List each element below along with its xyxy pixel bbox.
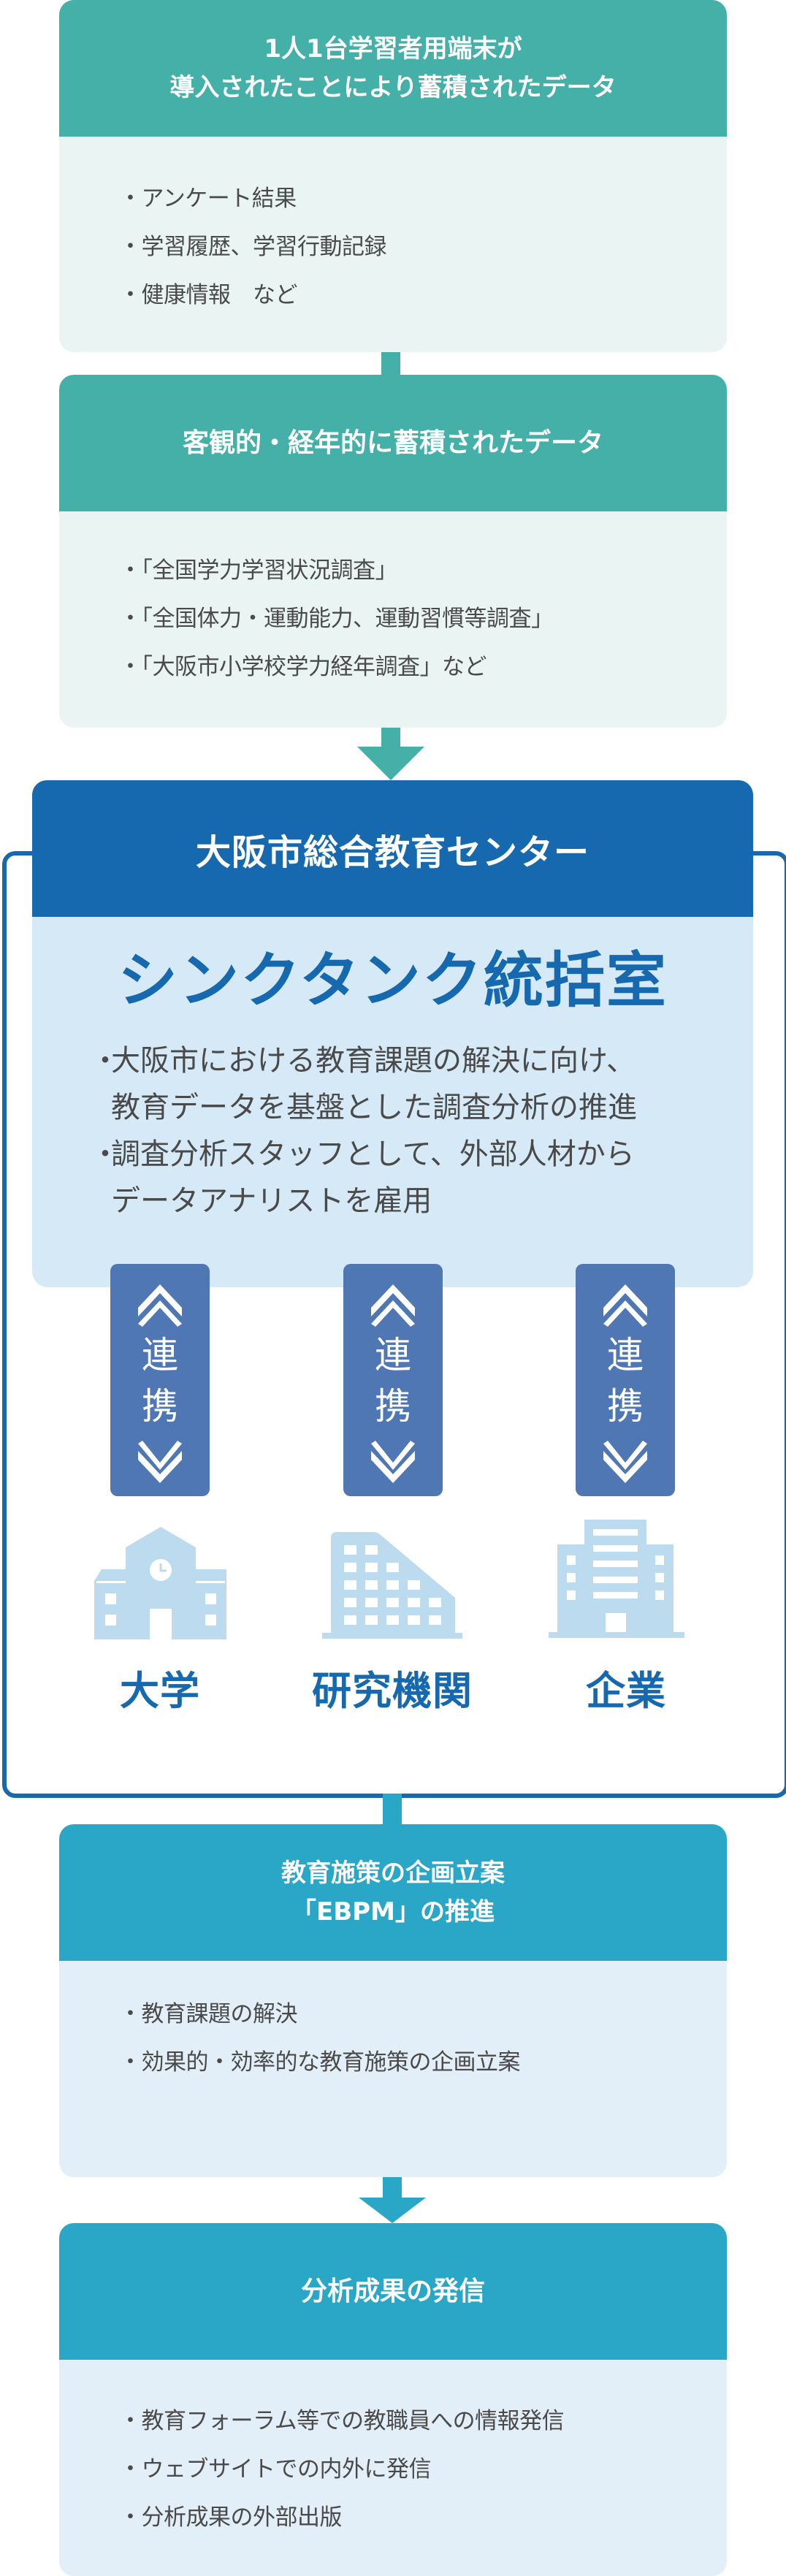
link-label-top: 連 [142, 1334, 178, 1376]
ebpm-body: 教育課題の解決 効果的・効率的な教育施策の企画立案 [59, 1961, 727, 2177]
device-data-body: アンケート結果 学習履歴、学習行動記録 健康情報 など [59, 137, 727, 352]
partner-label-company: 企業 [586, 1668, 666, 1714]
longitudinal-data-header: 客観的・経年的に蓄積されたデータ [59, 375, 727, 511]
link-pill-company: 連 携 [576, 1264, 675, 1496]
longitudinal-data-body: 「全国学力学習状況調査」 「全国体力・運動能力、運動習慣等調査」 「大阪市小学校… [59, 511, 727, 728]
dissemination-body: 教育フォーラム等での教職員への情報発信 ウェブサイトでの内外に発信 分析成果の外… [59, 2360, 727, 2576]
chevron-up-icon [138, 1284, 182, 1327]
link-label-top: 連 [375, 1334, 411, 1376]
list-item: 「大阪市小学校学力経年調査」など [119, 643, 554, 691]
think-tank-title: シンクタンク統括室 [118, 946, 668, 1015]
ebpm-list: 教育課題の解決 効果的・効率的な教育施策の企画立案 [119, 1990, 521, 2087]
ebpm-title-line2: 「EBPM」の推進 [291, 1897, 495, 1927]
list-item: 「全国体力・運動能力、運動習慣等調査」 [119, 595, 554, 643]
office-building-icon [549, 1520, 684, 1638]
arrow-down-icon [359, 2177, 426, 2223]
list-item: ・大阪市における教育課題の解決に向け、 教育データを基盤とした調査分析の推進 [91, 1044, 637, 1124]
link-label-bottom: 携 [375, 1385, 411, 1428]
device-data-box: 1人1台学習者用端末が 導入されたことにより蓄積されたデータ アンケート結果 学… [59, 0, 727, 352]
center-header: 大阪市総合教育センター [32, 780, 753, 917]
arrow-down-icon [357, 728, 424, 780]
list-item: ・調査分析スタッフとして、外部人材から データアナリストを雇用 [91, 1138, 635, 1218]
device-data-header: 1人1台学習者用端末が 導入されたことにより蓄積されたデータ [59, 0, 727, 137]
list-item: 教育フォーラム等での教職員への情報発信 [119, 2397, 565, 2445]
link-pill-university: 連 携 [110, 1264, 210, 1496]
link-label-bottom: 携 [607, 1385, 644, 1428]
list-item: 教育課題の解決 [119, 1990, 520, 2038]
research-building-icon [322, 1532, 462, 1639]
list-item: 健康情報 など [119, 271, 386, 319]
device-data-title-line1: 1人1台学習者用端末が [264, 34, 522, 64]
partner-label-research: 研究機関 [312, 1668, 473, 1714]
dissemination-box: 分析成果の発信 教育フォーラム等での教職員への情報発信 ウェブサイトでの内外に発… [59, 2223, 727, 2576]
center-header-title: 大阪市総合教育センター [195, 831, 590, 873]
link-pill-research: 連 携 [343, 1264, 443, 1496]
link-label-top: 連 [607, 1334, 644, 1376]
think-tank-panel: シンクタンク統括室 ・大阪市における教育課題の解決に向け、 教育データを基盤とし… [32, 917, 753, 1287]
device-data-list: アンケート結果 学習履歴、学習行動記録 健康情報 など [119, 175, 387, 319]
chevron-up-icon [603, 1284, 647, 1327]
chevron-up-icon [371, 1284, 415, 1327]
list-item: 効果的・効率的な教育施策の企画立案 [119, 2038, 521, 2087]
list-item: 「全国学力学習状況調査」 [119, 546, 554, 595]
chevron-down-icon [371, 1441, 415, 1483]
connector-line [381, 352, 400, 375]
dissemination-title: 分析成果の発信 [300, 2276, 485, 2306]
school-icon [94, 1527, 226, 1639]
list-item: 分析成果の外部出版 [119, 2493, 564, 2542]
chevron-down-icon [138, 1441, 182, 1483]
connector-line [383, 1794, 402, 1824]
link-label-bottom: 携 [142, 1385, 178, 1428]
dissemination-list: 教育フォーラム等での教職員への情報発信 ウェブサイトでの内外に発信 分析成果の外… [119, 2397, 565, 2542]
ebpm-header: 教育施策の企画立案 「EBPM」の推進 [59, 1824, 727, 1961]
longitudinal-data-list: 「全国学力学習状況調査」 「全国体力・運動能力、運動習慣等調査」 「大阪市小学校… [119, 546, 554, 691]
longitudinal-data-title: 客観的・経年的に蓄積されたデータ [182, 427, 603, 458]
device-data-title-line2: 導入されたことにより蓄積されたデータ [169, 72, 617, 102]
think-tank-list: ・大阪市における教育課題の解決に向け、 教育データを基盤とした調査分析の推進 ・… [91, 1037, 637, 1224]
list-item: ウェブサイトでの内外に発信 [119, 2445, 564, 2493]
ebpm-title-line1: 教育施策の企画立案 [281, 1858, 505, 1888]
chevron-down-icon [603, 1441, 647, 1483]
dissemination-header: 分析成果の発信 [59, 2223, 727, 2360]
list-item: 学習履歴、学習行動記録 [119, 223, 387, 271]
longitudinal-data-box: 客観的・経年的に蓄積されたデータ 「全国学力学習状況調査」 「全国体力・運動能力… [59, 375, 727, 728]
ebpm-box: 教育施策の企画立案 「EBPM」の推進 教育課題の解決 効果的・効率的な教育施策… [59, 1824, 727, 2177]
list-item: アンケート結果 [119, 175, 386, 223]
partner-label-university: 大学 [120, 1668, 200, 1714]
